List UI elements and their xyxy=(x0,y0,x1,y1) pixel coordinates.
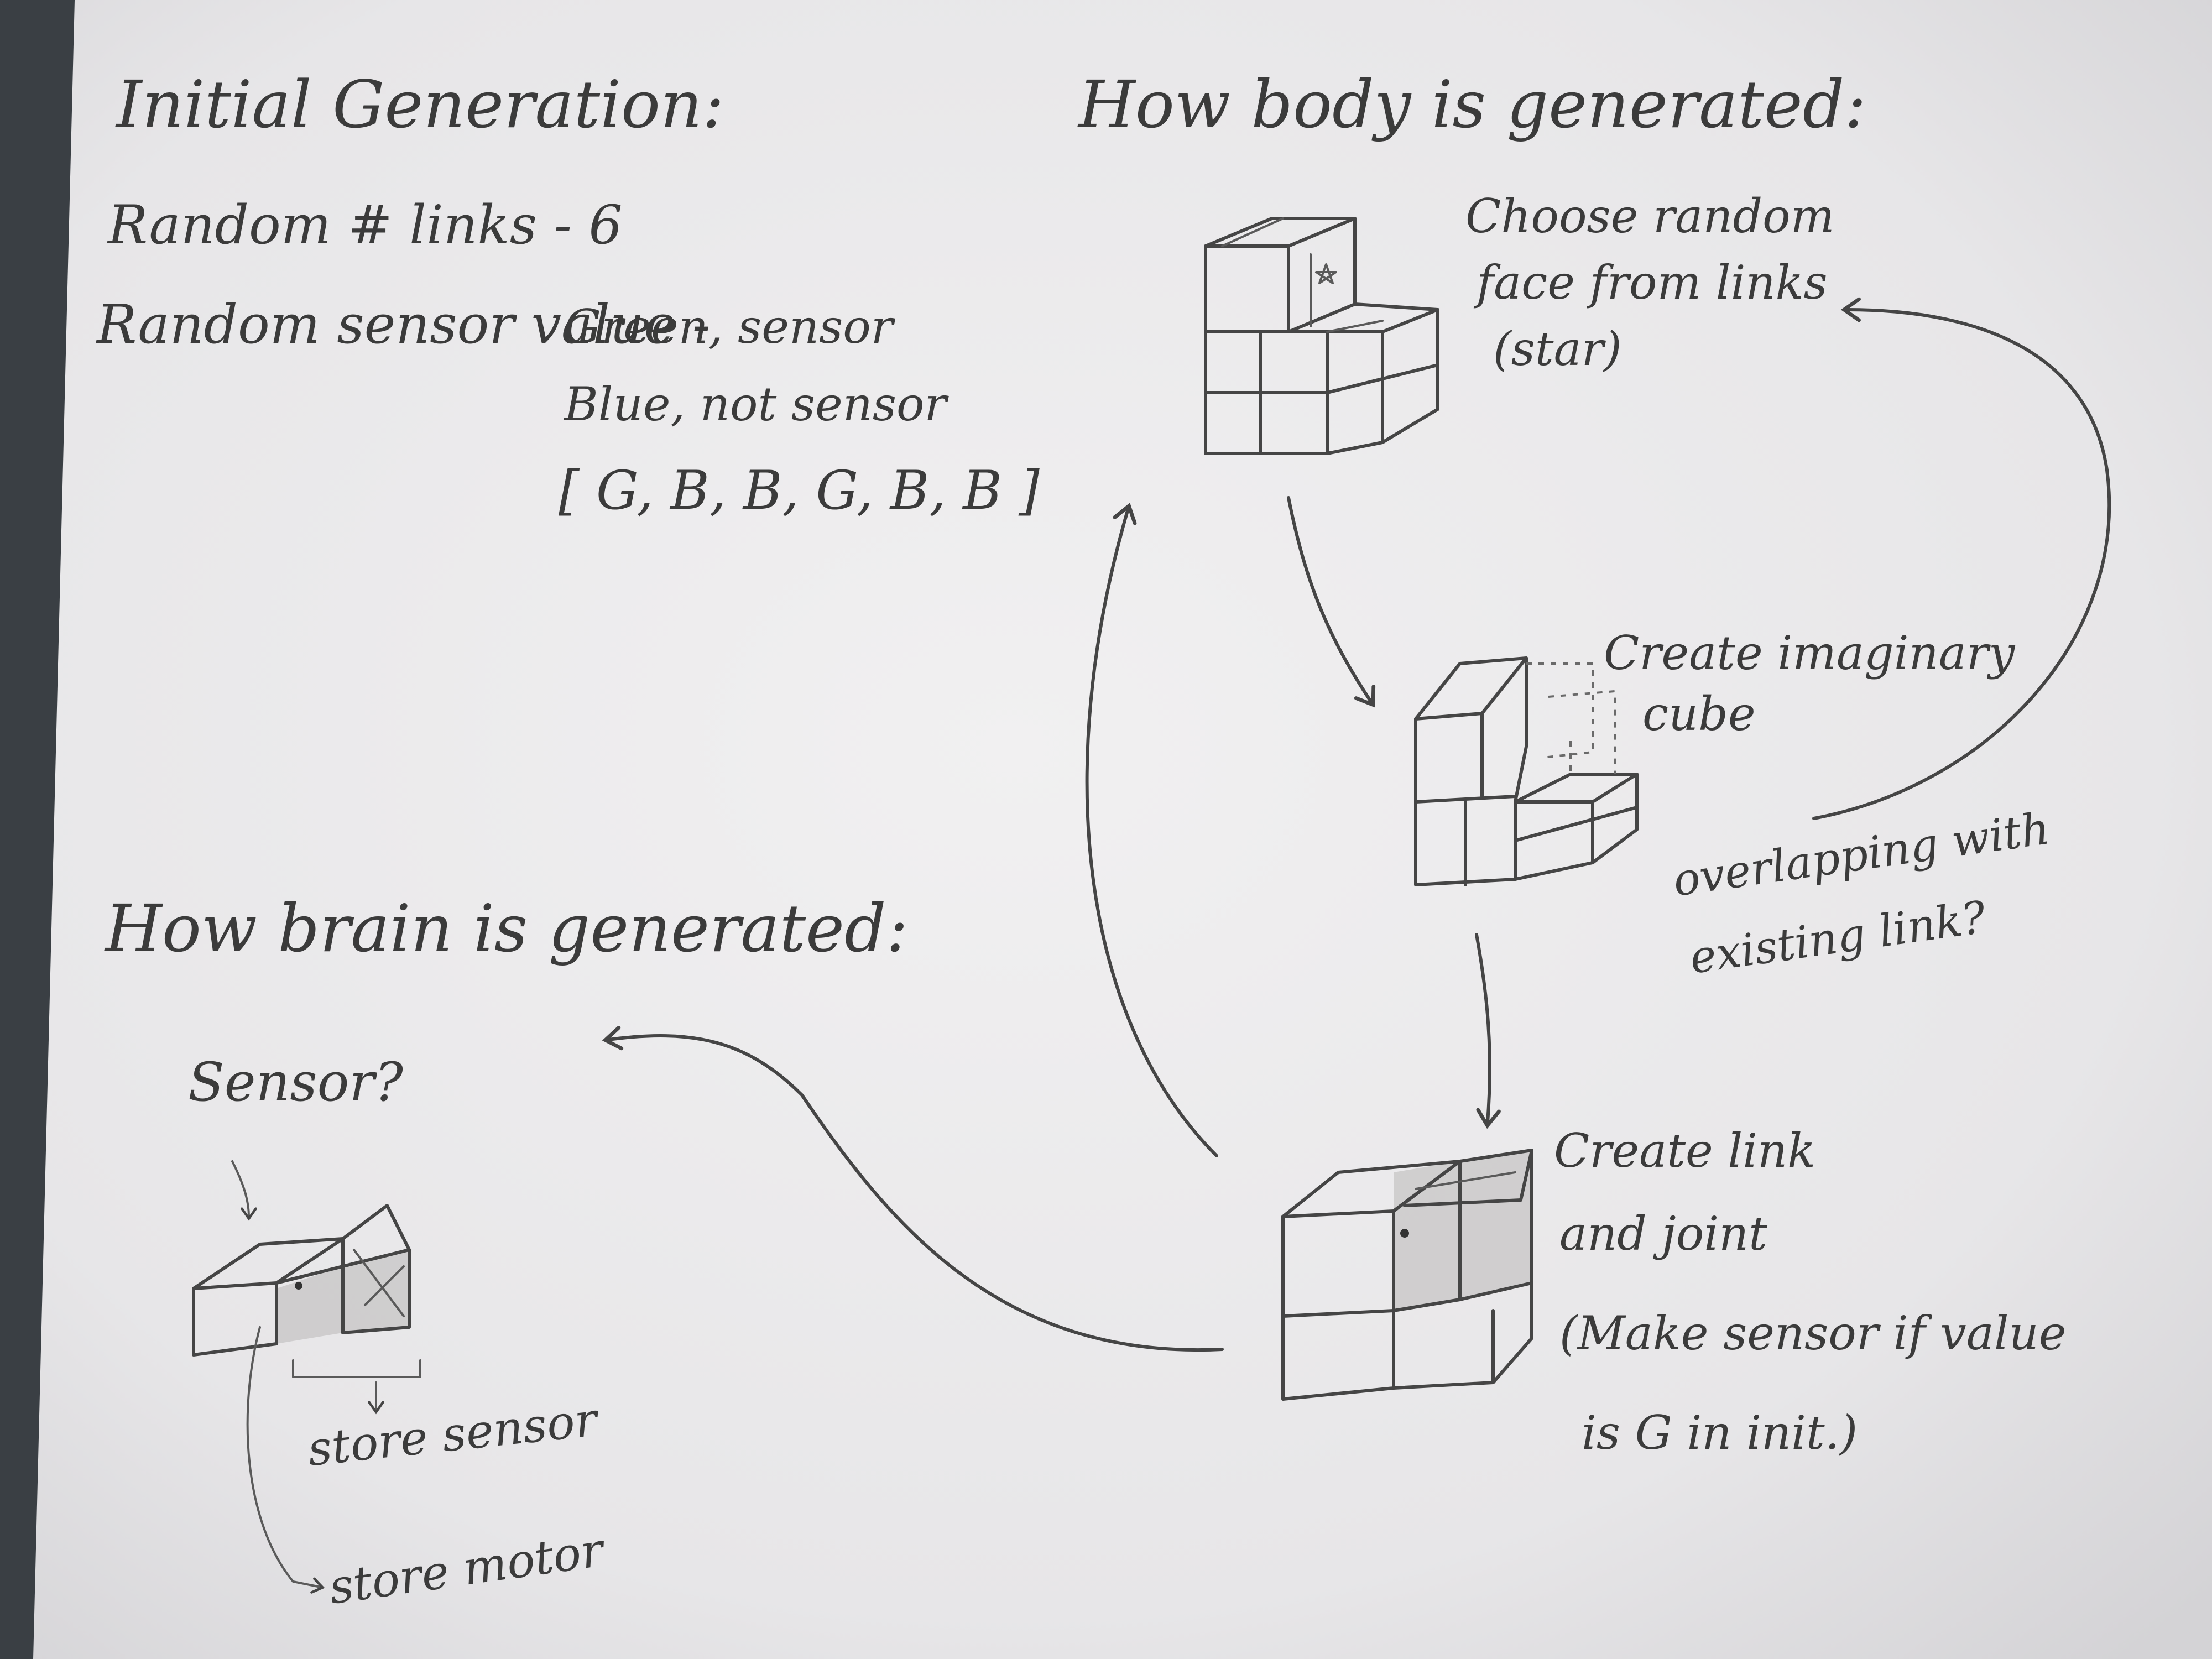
brain-cube-pair xyxy=(192,1204,411,1357)
initial-generation-section: Initial Generation: Random # links - 6 R… xyxy=(96,66,1040,521)
step2-cube-cluster xyxy=(1414,656,1639,886)
brain-generation-title: How brain is generated: xyxy=(104,890,908,967)
step1-cube-cluster xyxy=(1204,217,1439,455)
sensor-value-array: [ G, B, B, G, B, B ] xyxy=(559,460,1040,521)
step3-text-line4: is G in init.) xyxy=(1582,1406,1858,1460)
arrow-to-brain-generation xyxy=(602,1026,1224,1352)
step1-text-line2: face from links xyxy=(1473,255,1828,310)
arrow-to-create-link xyxy=(1475,933,1501,1129)
body-generation-title: How body is generated: xyxy=(1077,66,1866,143)
star-icon xyxy=(1315,263,1337,284)
arrow-to-imaginary-cube xyxy=(1287,496,1376,708)
random-sensor-line: Random sensor value - xyxy=(96,294,710,356)
sensor-bracket xyxy=(292,1359,421,1378)
arrow-retry-loop xyxy=(1812,297,2111,820)
step3-cube-cluster xyxy=(1281,1149,1533,1401)
blue-option: Blue, not sensor xyxy=(563,377,950,431)
step1-text-line3: (star) xyxy=(1493,322,1622,376)
joint-dot xyxy=(1400,1229,1409,1238)
sensor-question: Sensor? xyxy=(188,1051,403,1113)
step3-text-line2: and joint xyxy=(1559,1207,1767,1261)
paper-sheet xyxy=(33,0,2212,1659)
arrow-next-link-loop xyxy=(1085,503,1218,1157)
step2-text-line1: Create imaginary xyxy=(1604,626,2016,680)
random-links-line: Random # links - 6 xyxy=(107,194,623,256)
sensor-dot xyxy=(295,1282,302,1290)
step3-text-line1: Create link xyxy=(1554,1124,1815,1178)
green-option: Green, sensor xyxy=(564,300,896,354)
arrow-to-sensor-cube xyxy=(231,1160,257,1221)
step2-text-line2: cube xyxy=(1642,687,1756,741)
initial-generation-title: Initial Generation: xyxy=(115,66,724,143)
step1-text-line1: Choose random xyxy=(1465,189,1834,243)
arrow-to-store-motor xyxy=(246,1326,325,1594)
step3-text-line3: (Make sensor if value xyxy=(1559,1306,2067,1360)
